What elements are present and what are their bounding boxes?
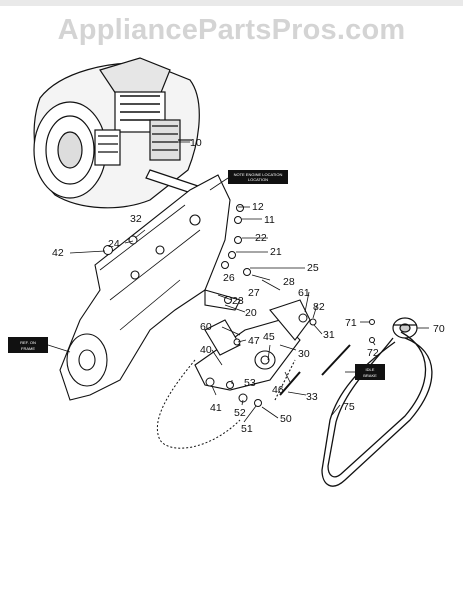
part-label-61: 61 — [298, 287, 310, 299]
site-watermark: AppliancePartsPros.com — [57, 14, 406, 46]
part-label-28: 28 — [283, 276, 295, 288]
callout-box-idler — [355, 364, 385, 380]
part-label-41: 41 — [210, 402, 222, 414]
leader-lines — [69, 141, 429, 423]
part-label-21: 21 — [270, 246, 282, 258]
part-label-26: 26 — [223, 272, 235, 284]
part-label-32: 32 — [130, 213, 142, 225]
frame-plate — [59, 174, 231, 401]
callout-box-frame — [8, 337, 48, 353]
part-label-30: 30 — [298, 348, 310, 360]
part-label-60: 60 — [200, 321, 212, 333]
callout-text-frame-1: REF. ON — [20, 340, 36, 345]
callout-text-location-2: LOCATION — [248, 177, 268, 182]
callout-text-location-1: NOTE ENGINE LOCATION — [234, 172, 283, 177]
part-label-22: 22 — [255, 232, 267, 244]
part-label-82: 82 — [313, 301, 325, 313]
part-label-33: 33 — [306, 391, 318, 403]
part-label-20: 20 — [245, 307, 257, 319]
part-label-46: 46 — [272, 384, 284, 396]
callout-boxes: NOTE ENGINE LOCATION LOCATION REF. ON FR… — [8, 170, 385, 380]
part-label-50: 50 — [280, 413, 292, 425]
part-label-25: 25 — [307, 262, 319, 274]
top-strip — [0, 0, 463, 6]
part-label-53: 53 — [244, 377, 256, 389]
part-label-52: 52 — [234, 407, 246, 419]
part-label-11: 11 — [264, 214, 275, 226]
part-label-12: 12 — [252, 201, 264, 213]
part-label-40: 40 — [200, 344, 212, 356]
callout-text-idler-2: BRAKE — [363, 373, 377, 378]
part-label-24: 24 — [108, 238, 120, 250]
callout-box-location — [228, 170, 288, 184]
part-label-42: 42 — [52, 247, 64, 259]
part-number-labels: 10 12 11 32 22 24 42 21 25 26 28 27 23 6… — [52, 137, 445, 435]
idler-bracket-assembly — [194, 289, 351, 401]
engine-assembly — [33, 57, 211, 209]
part-label-23: 23 — [232, 295, 244, 307]
part-label-75: 75 — [343, 401, 355, 413]
hardware-parts — [103, 204, 375, 407]
callout-text-frame-2: FRAME — [21, 346, 35, 351]
part-label-31: 31 — [323, 329, 335, 341]
part-label-10: 10 — [190, 137, 202, 149]
callout-text-idler-1: IDLE — [366, 367, 375, 372]
part-label-72: 72 — [367, 347, 379, 359]
part-label-47: 47 — [248, 335, 260, 347]
part-label-27: 27 — [248, 287, 260, 299]
part-label-45: 45 — [263, 331, 275, 343]
part-label-51: 51 — [241, 423, 253, 435]
part-label-70: 70 — [433, 323, 445, 335]
part-label-71: 71 — [345, 317, 357, 329]
